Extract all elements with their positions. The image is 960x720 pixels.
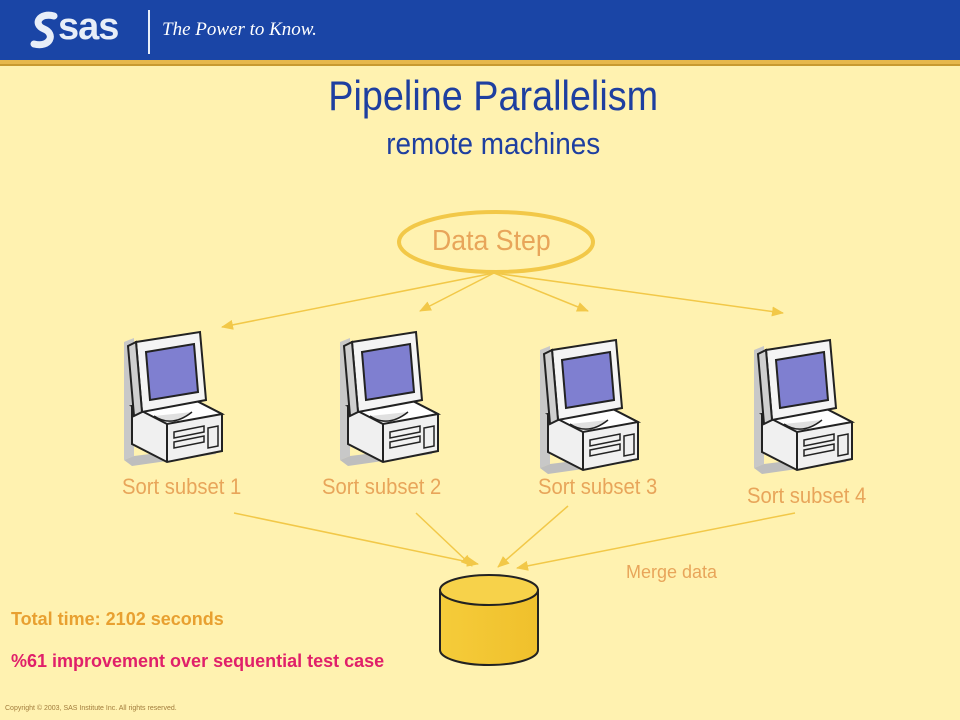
header-bar (0, 0, 960, 60)
logo-separator (148, 10, 150, 54)
tagline: The Power to Know. (162, 19, 317, 40)
slide-title: Pipeline Parallelism (328, 72, 659, 119)
arrow-to-node-3 (493, 272, 589, 312)
sas-logo: sas (58, 6, 119, 48)
node-label-4: Sort subset 4 (747, 483, 867, 508)
computer-icon-2 (339, 331, 439, 467)
copyright: Copyright © 2003, SAS Institute Inc. All… (5, 705, 177, 712)
arrow-from-node-4 (516, 512, 796, 571)
arrow-to-node-2 (419, 272, 495, 312)
node-label-2: Sort subset 2 (322, 474, 442, 499)
header-stripe (0, 60, 960, 64)
arrow-to-node-4 (493, 272, 784, 317)
total-time: Total time: 2102 seconds (11, 609, 224, 629)
database-cylinder-icon (439, 574, 539, 666)
arrow-from-node-2 (415, 512, 473, 567)
data-step-ellipse (397, 210, 595, 274)
arrow-from-node-1 (233, 512, 479, 567)
computer-icon-3 (539, 339, 639, 475)
computer-icon-4 (753, 339, 853, 475)
node-label-1: Sort subset 1 (122, 474, 242, 499)
arrow-from-node-3 (497, 505, 569, 568)
computer-icon-1 (123, 331, 223, 467)
slide-subtitle: remote machines (386, 126, 601, 161)
arrow-to-node-1 (221, 272, 495, 330)
data-step-label: Data Step (432, 225, 551, 257)
sas-swirl-icon (30, 11, 58, 49)
node-label-3: Sort subset 3 (538, 474, 658, 499)
merge-label: Merge data (626, 562, 718, 582)
improvement-note: %61 improvement over sequential test cas… (11, 651, 385, 671)
header-stripe-shadow (0, 64, 960, 66)
